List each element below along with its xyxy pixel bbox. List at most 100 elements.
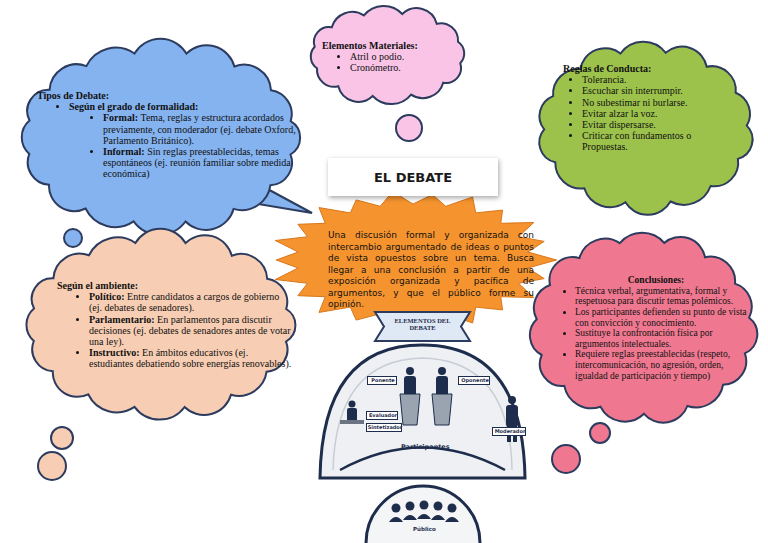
cloud-shape (22, 39, 300, 235)
cloud-outline (520, 225, 766, 430)
tag-text: Oponente (459, 378, 491, 384)
text-area: Tipos de Debate:Según el grado de formal… (37, 90, 299, 180)
role-tag: Ponente (367, 376, 397, 385)
item-text: Evitar alzar la voz. (582, 108, 658, 119)
stage-dome-inner (333, 358, 512, 470)
cloud-box: Según el ambiente:Político:Entre candida… (15, 225, 305, 425)
person-head (420, 501, 429, 510)
person-head (448, 504, 457, 513)
cloud-shape (539, 42, 752, 215)
item-label: Instructivo: (89, 347, 140, 358)
bullet-list: No subestimar ni burlarse. (563, 97, 733, 108)
bullet-list: Cronómetro. (322, 62, 457, 73)
banner: ELEMENTOS DEL DEBATE (375, 312, 470, 341)
cloud-shape (26, 229, 295, 420)
bullet-item: Técnica verbal, argumentativa, formal y … (575, 286, 752, 307)
tag-text: Sintetizador (367, 425, 403, 431)
thought-bubble (64, 229, 82, 247)
bullet-list: Instructivo:En ámbitos educativos (ej. e… (57, 347, 293, 369)
item-text: Técnica verbal, argumentativa, formal y … (575, 286, 733, 307)
person-head (349, 401, 356, 408)
text-area: Evaluador (367, 413, 399, 419)
text-area: Elementos Materiales:Atril o podio.Cronó… (322, 40, 457, 74)
bullet-list: Escuchar sin interrumpir. (563, 85, 733, 96)
item-text: Escuchar sin interrumpir. (582, 85, 683, 96)
thought-bubble (51, 427, 73, 449)
bullet-item: Instructivo:En ámbitos educativos (ej. e… (89, 347, 293, 369)
person-head (392, 504, 401, 513)
definition-text: Una discusión formal y organizada con in… (328, 230, 534, 311)
text-area: Una discusión formal y organizada con in… (328, 230, 534, 311)
bullet-item: Parlamentario:En parlamentos para discut… (89, 314, 293, 348)
bullet-item: Requiere reglas preestablecidas (respeto… (575, 349, 752, 381)
text-area: Moderador (493, 429, 527, 435)
item-label: Según el grado de formalidad: (69, 101, 198, 112)
bullet-item: Evitar alzar la voz. (582, 108, 733, 119)
text-area: Oponente (459, 378, 491, 384)
bullet-list: Los participantes defienden su punto de … (560, 307, 752, 328)
item-text: Los participantes defienden su punto de … (575, 307, 746, 328)
bullet-item: Los participantes defienden su punto de … (575, 307, 752, 328)
cloud-shape (530, 233, 757, 423)
bullet-item: Evitar dispersarse. (582, 119, 733, 130)
role-tag: Moderador (492, 427, 526, 436)
role-tag: Sintetizador (366, 423, 402, 432)
star-shape (275, 191, 556, 328)
bullet-item: Según el grado de formalidad: (69, 101, 299, 112)
cloud-heading: Según el ambiente: (57, 280, 293, 291)
podium (432, 394, 452, 425)
person-head (406, 367, 414, 375)
audience-bodies (389, 514, 459, 522)
audience-arc (366, 486, 480, 543)
cloud-heading: Conclusiones: (560, 275, 752, 286)
text-area: Ponente (368, 378, 398, 384)
item-text: Atril o podio. (350, 51, 404, 62)
cloud-box: Reglas de Conducta:Tolerancia.Escuchar s… (528, 35, 763, 220)
bullet-list: Político:Entre candidatos a cargos de go… (57, 291, 293, 313)
role-tag: Evaluador (366, 411, 398, 420)
bullet-item: Político:Entre candidatos a cargos de go… (89, 291, 293, 313)
thought-bubble (38, 452, 66, 480)
bullet-item: No subestimar ni burlarse. (582, 97, 733, 108)
cloud-heading: Elementos Materiales: (322, 40, 457, 51)
bullet-list: Sustituye la confrontación física por ar… (560, 328, 752, 349)
item-label: Informal: (103, 146, 145, 157)
tag-text: ELEMENTOS DEL DEBATE (389, 317, 456, 332)
cloud-shape (311, 6, 464, 104)
role-tag: Oponente (458, 376, 490, 385)
text-area: ELEMENTOS DEL DEBATE (389, 317, 456, 332)
thought-bubble (552, 445, 580, 473)
item-text: Requiere reglas preestablecidas (respeto… (575, 349, 730, 380)
item-text: Sustituye la confrontación física por ar… (575, 328, 713, 349)
tag-text: Evaluador (367, 413, 399, 419)
bullet-list: Formal:Tema, reglas y estructura acordad… (37, 112, 299, 146)
person-head (434, 502, 443, 511)
item-text: Criticar con fundamentos o Propuestas. (582, 130, 691, 152)
title-box: EL DEBATE (328, 158, 498, 196)
item-label: Parlamentario: (89, 314, 155, 325)
person-head (508, 396, 516, 404)
person-head (438, 367, 446, 375)
bullet-list: Atril o podio. (322, 51, 457, 62)
thought-bubble (590, 423, 610, 443)
stage-dome (320, 345, 525, 478)
person-body (506, 405, 518, 427)
item-text: Cronómetro. (350, 62, 401, 73)
ribbon-shape (375, 312, 470, 341)
tag-text: Moderador (493, 429, 527, 435)
bullet-item: Escuchar sin interrumpir. (582, 85, 733, 96)
item-label: Político: (89, 291, 125, 302)
bullet-list: Tolerancia. (563, 74, 733, 85)
item-label: Formal: (103, 112, 138, 123)
bullet-list: Requiere reglas preestablecidas (respeto… (560, 349, 752, 381)
bullet-list: Parlamentario:En parlamentos para discut… (57, 314, 293, 348)
bullet-list: Evitar alzar la voz. (563, 108, 733, 119)
cloud-heading: Tipos de Debate: (37, 90, 299, 101)
group-label: Participantes (401, 443, 450, 451)
item-text: No subestimar ni burlarse. (582, 97, 688, 108)
cloud-box: Tipos de Debate:Según el grado de formal… (10, 35, 310, 240)
bullet-item: Cronómetro. (350, 62, 457, 73)
bullet-list: Según el grado de formalidad: (37, 101, 299, 112)
bullet-list: Informal:Sin reglas preestablecidas, tem… (37, 146, 299, 180)
